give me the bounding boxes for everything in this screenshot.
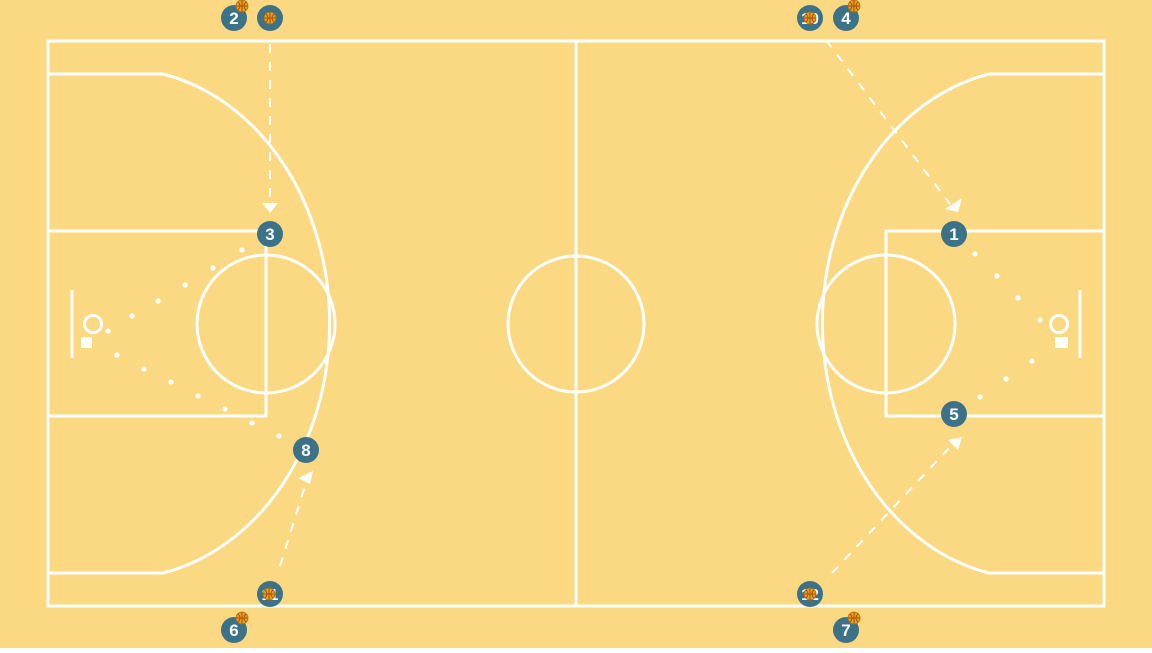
arrow-head <box>945 198 962 212</box>
player-token <box>293 437 319 463</box>
path-dot <box>1003 376 1009 382</box>
path-dot <box>1015 295 1021 301</box>
player-number: 1 <box>949 225 958 244</box>
basketball-icon <box>847 0 861 13</box>
basketball-icon <box>235 0 249 13</box>
path-dot <box>972 251 978 257</box>
player-token <box>257 221 283 247</box>
path-dot <box>977 394 983 400</box>
path-dot <box>105 328 111 334</box>
player-1[interactable]: 1 <box>941 221 967 247</box>
path-dot <box>1029 358 1035 364</box>
path-dot <box>239 247 245 253</box>
movement-layer <box>81 39 1068 574</box>
basketball-icon <box>262 587 276 601</box>
player-number: 5 <box>949 405 958 424</box>
player-number: 3 <box>265 225 274 244</box>
center-circle <box>506 254 646 394</box>
basketball-icon <box>847 611 861 625</box>
player-number: 7 <box>841 621 850 640</box>
cut-10-to-1 <box>825 39 962 212</box>
left-hoop <box>83 314 103 334</box>
path-end-marker <box>81 337 92 348</box>
players-layer: 2 9 10 4 <box>221 0 967 643</box>
player-11[interactable]: 11 <box>257 581 283 607</box>
path-dot <box>129 313 135 319</box>
player-7[interactable]: 7 <box>833 611 861 643</box>
path-dot <box>249 420 255 426</box>
basketball-icon <box>803 587 817 601</box>
right-free-throw-circle <box>815 253 957 395</box>
path-dot <box>276 433 282 439</box>
player-token <box>941 401 967 427</box>
basketball-icon <box>263 11 277 25</box>
player-token <box>941 221 967 247</box>
player-5[interactable]: 5 <box>941 401 967 427</box>
basketball-icon <box>235 611 249 625</box>
player-6[interactable]: 6 <box>221 611 249 643</box>
path-dot <box>182 282 188 288</box>
left-free-throw-circle <box>195 253 337 395</box>
cut-12-to-5 <box>831 437 962 574</box>
arrow-head <box>262 203 278 213</box>
court-lines <box>46 39 1106 608</box>
path-dot <box>222 406 228 412</box>
right-three-point-line <box>820 72 1104 575</box>
right-paint <box>884 229 1106 418</box>
left-paint <box>46 229 268 418</box>
path-dot <box>114 352 120 358</box>
player-3[interactable]: 3 <box>257 221 283 247</box>
path-dot <box>210 265 216 271</box>
player-9[interactable]: 9 <box>257 5 283 31</box>
cut-11-to-8 <box>279 471 313 567</box>
player-2[interactable]: 2 <box>221 0 249 31</box>
path-dot <box>195 393 201 399</box>
player-number: 8 <box>301 441 310 460</box>
player-10[interactable]: 10 <box>797 5 823 31</box>
path-dot <box>1037 317 1043 323</box>
arrow-head <box>298 471 313 484</box>
path-dot <box>155 298 161 304</box>
dribble-path-left <box>81 247 282 439</box>
player-4[interactable]: 4 <box>833 0 861 31</box>
player-number: 4 <box>841 9 851 28</box>
path-dot <box>994 273 1000 279</box>
right-hoop <box>1049 314 1069 334</box>
path-end-marker <box>1055 337 1068 348</box>
player-8[interactable]: 8 <box>293 437 319 463</box>
path-dot <box>141 366 147 372</box>
dribble-path-right <box>972 251 1068 400</box>
cut-path <box>279 485 306 567</box>
basketball-icon <box>803 11 817 25</box>
player-number: 6 <box>229 621 238 640</box>
player-number: 2 <box>229 9 238 28</box>
left-three-point-line <box>48 72 332 575</box>
path-dot <box>168 379 174 385</box>
arrow-head <box>948 437 962 450</box>
player-12[interactable]: 12 <box>797 581 823 607</box>
cut-9-to-3 <box>262 44 278 213</box>
